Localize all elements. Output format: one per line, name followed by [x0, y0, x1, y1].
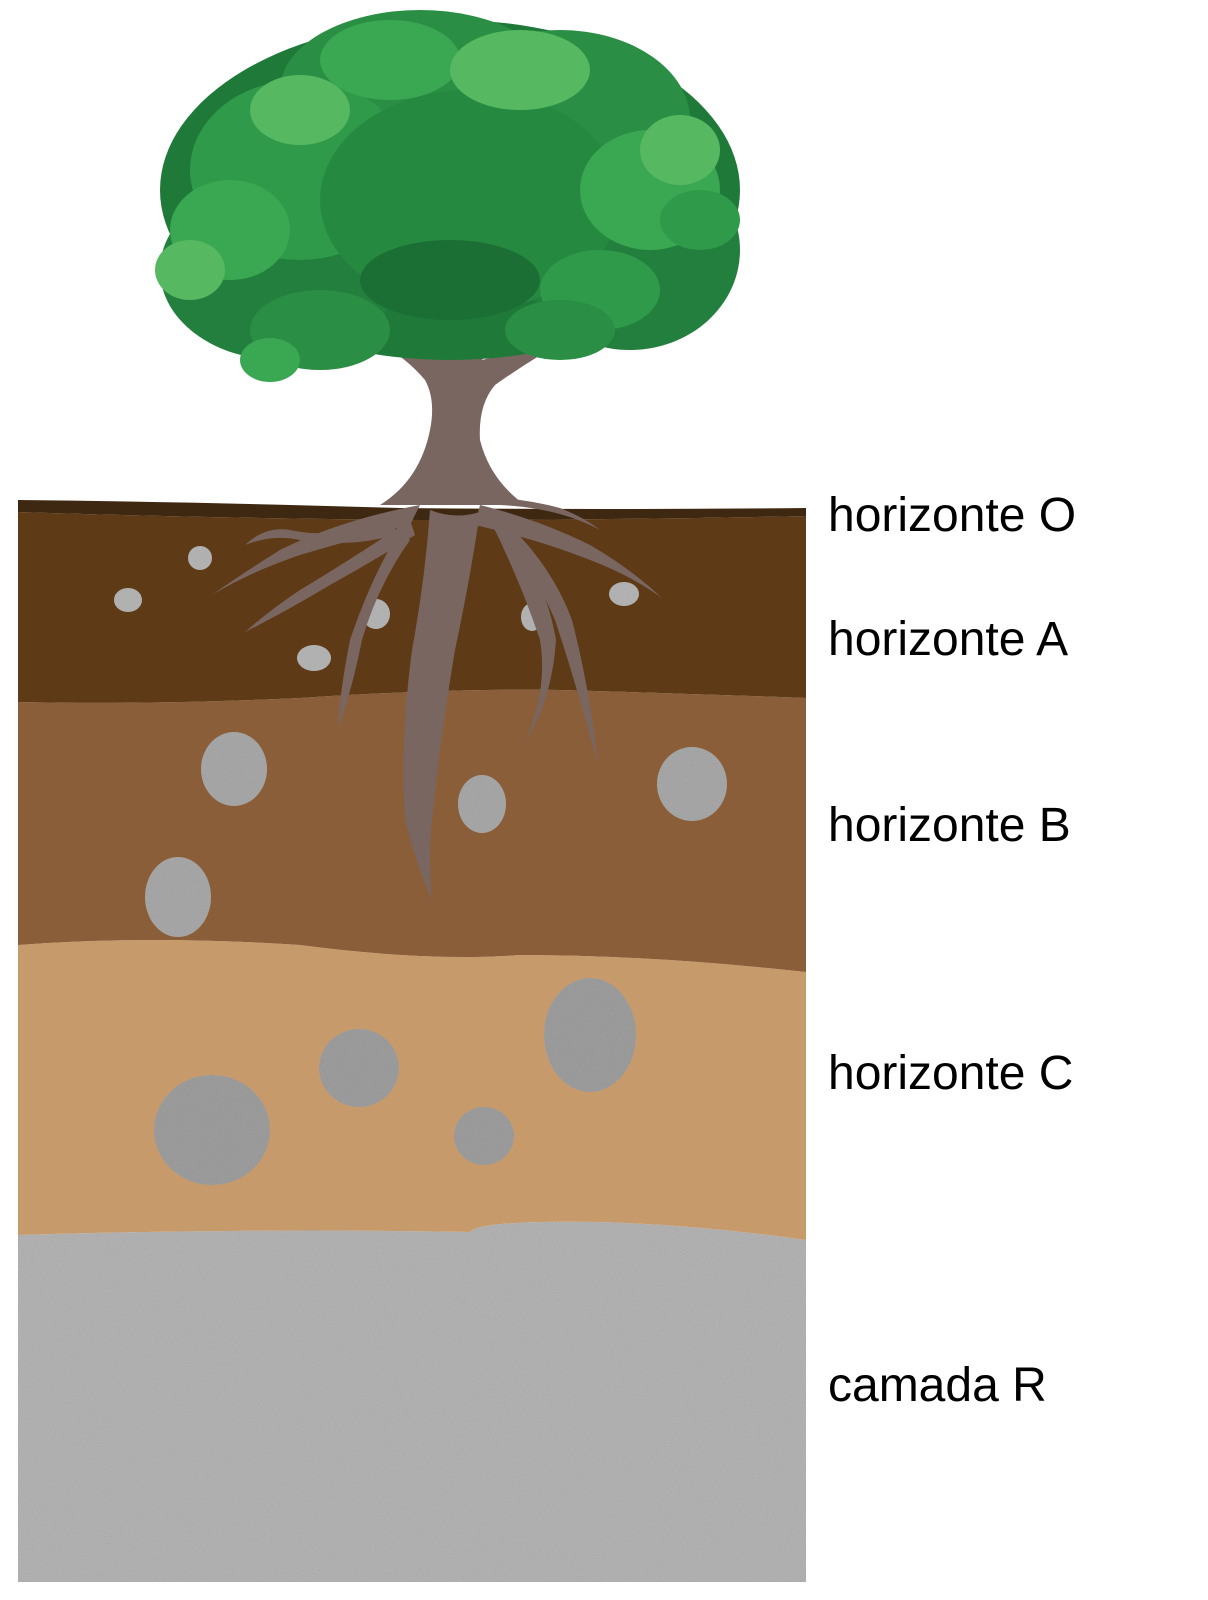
tree-foliage	[155, 10, 740, 382]
label-horizon-c: horizonte C	[828, 1047, 1074, 1100]
stones-horizon-c	[154, 978, 636, 1185]
layer-r	[18, 1221, 806, 1582]
tree-roots	[212, 498, 662, 900]
horizon-c	[18, 940, 806, 1240]
label-horizon-a: horizonte A	[828, 613, 1069, 666]
label-layer-r: camada R	[828, 1359, 1047, 1412]
label-horizon-b: horizonte B	[828, 799, 1071, 852]
stones-horizon-a	[114, 546, 639, 671]
label-horizon-o: horizonte O	[828, 489, 1077, 542]
stones-horizon-b	[145, 732, 727, 937]
